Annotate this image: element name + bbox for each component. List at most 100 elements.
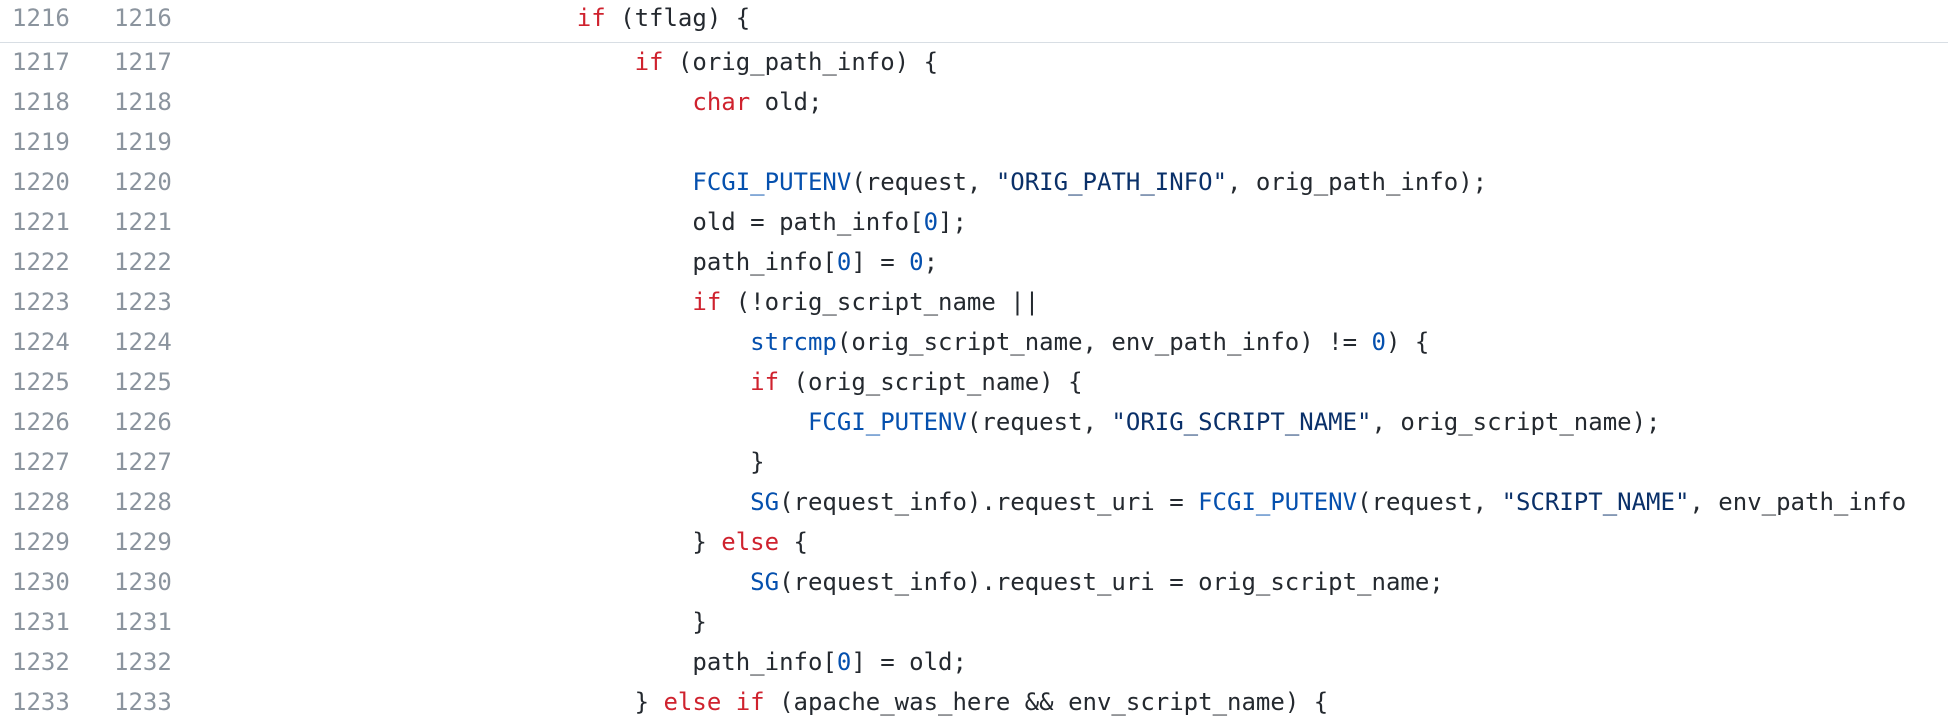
code-token	[230, 288, 692, 316]
code-content: } else if (apache_was_here && env_script…	[200, 682, 1948, 722]
new-line-number[interactable]: 1223	[114, 288, 172, 316]
code-token: (request,	[851, 168, 996, 196]
number-token: 0	[1371, 328, 1386, 356]
code-token: (request,	[1357, 488, 1502, 516]
old-line-number[interactable]: 1219	[12, 128, 70, 156]
code-token: old = path_info[	[230, 208, 924, 236]
code-content	[200, 122, 1948, 162]
code-token: ] =	[851, 248, 910, 276]
code-content: if (tflag) {	[200, 0, 1948, 42]
code-line: 1230 1230 SG(request_info).request_uri = …	[0, 562, 1948, 602]
code-token	[230, 88, 692, 116]
code-token	[230, 328, 750, 356]
code-token: {	[779, 528, 808, 556]
new-line-number[interactable]: 1216	[114, 4, 172, 32]
code-token	[230, 408, 808, 436]
code-token: , orig_script_name);	[1371, 408, 1661, 436]
code-token	[230, 4, 577, 32]
code-token: , env_path_info	[1689, 488, 1907, 516]
old-line-number[interactable]: 1233	[12, 688, 70, 716]
new-line-number[interactable]: 1219	[114, 128, 172, 156]
keyword-token: if	[634, 48, 664, 77]
code-line: 1224 1224 strcmp(orig_script_name, env_pa…	[0, 322, 1948, 362]
new-line-number[interactable]: 1232	[114, 648, 172, 676]
code-token: (request,	[966, 408, 1112, 436]
code-content: }	[200, 602, 1948, 642]
new-line-number[interactable]: 1230	[114, 568, 172, 596]
code-token: path_info[	[230, 248, 837, 276]
old-line-number[interactable]: 1217	[12, 48, 70, 77]
code-token: (orig_script_name, env_path_info) !=	[836, 328, 1372, 356]
old-line-number[interactable]: 1232	[12, 648, 70, 676]
code-token: ];	[938, 208, 967, 236]
code-line: 1222 1222 path_info[0] = 0;	[0, 242, 1948, 282]
code-token	[230, 568, 750, 596]
old-line-number[interactable]: 1218	[12, 88, 70, 116]
code-content: path_info[0] = 0;	[200, 242, 1948, 282]
keyword-token: if	[576, 4, 606, 32]
old-line-number[interactable]: 1224	[12, 328, 70, 356]
code-line: 1217 1217 if (orig_path_info) {	[0, 42, 1948, 82]
code-line: 1233 1233 } else if (apache_was_here && e…	[0, 682, 1948, 722]
code-content: } else {	[200, 522, 1948, 562]
old-line-number[interactable]: 1222	[12, 248, 70, 276]
new-line-number[interactable]: 1224	[114, 328, 172, 356]
code-token: (apache_was_here && env_script_name) {	[764, 688, 1329, 716]
old-line-number[interactable]: 1216	[12, 4, 70, 32]
new-line-number[interactable]: 1226	[114, 408, 172, 436]
number-token: 0	[923, 208, 939, 236]
new-line-number[interactable]: 1233	[114, 688, 172, 716]
old-line-number[interactable]: 1228	[12, 488, 70, 516]
new-line-number[interactable]: 1227	[114, 448, 172, 476]
new-line-number[interactable]: 1217	[114, 48, 172, 77]
old-line-number[interactable]: 1231	[12, 608, 70, 636]
function-token: FCGI_PUTENV	[807, 408, 967, 436]
code-content: SG(request_info).request_uri = orig_scri…	[200, 562, 1948, 602]
new-line-number[interactable]: 1229	[114, 528, 172, 556]
string-token: "SCRIPT_NAME"	[1501, 488, 1690, 516]
code-line: 1216 1216 if (tflag) {	[0, 0, 1948, 42]
code-line: 1221 1221 old = path_info[0];	[0, 202, 1948, 242]
code-content: if (orig_script_name) {	[200, 362, 1948, 402]
new-line-number[interactable]: 1218	[114, 88, 172, 116]
code-token: path_info[	[230, 648, 837, 676]
old-line-number[interactable]: 1223	[12, 288, 70, 316]
keyword-token: else	[721, 528, 780, 556]
old-line-number[interactable]: 1229	[12, 528, 70, 556]
code-token: , orig_path_info);	[1227, 168, 1488, 196]
string-token: "ORIG_PATH_INFO"	[995, 168, 1228, 196]
keyword-token: else	[663, 688, 722, 716]
old-line-number[interactable]: 1227	[12, 448, 70, 476]
new-line-number[interactable]: 1231	[114, 608, 172, 636]
code-content: path_info[0] = old;	[200, 642, 1948, 682]
new-line-number[interactable]: 1222	[114, 248, 172, 276]
old-line-number[interactable]: 1226	[12, 408, 70, 436]
code-token	[721, 688, 735, 716]
code-content: }	[200, 442, 1948, 482]
new-line-number[interactable]: 1228	[114, 488, 172, 516]
old-line-number[interactable]: 1225	[12, 368, 70, 396]
code-content: old = path_info[0];	[200, 202, 1948, 242]
code-line: 1231 1231 }	[0, 602, 1948, 642]
code-line: 1232 1232 path_info[0] = old;	[0, 642, 1948, 682]
code-token: ) {	[1385, 328, 1430, 356]
new-line-number[interactable]: 1221	[114, 208, 172, 236]
code-content: if (orig_path_info) {	[200, 42, 1948, 82]
new-line-number[interactable]: 1220	[114, 168, 172, 196]
code-line: 1225 1225 if (orig_script_name) {	[0, 362, 1948, 402]
new-line-number[interactable]: 1225	[114, 368, 172, 396]
old-line-number[interactable]: 1230	[12, 568, 70, 596]
code-token	[230, 48, 635, 76]
old-line-number[interactable]: 1220	[12, 168, 70, 196]
code-token	[230, 488, 750, 516]
code-token: }	[230, 688, 664, 716]
number-token: 0	[836, 248, 852, 276]
code-content: strcmp(orig_script_name, env_path_info) …	[200, 322, 1948, 362]
code-token: (request_info).request_uri =	[779, 488, 1199, 516]
old-line-number[interactable]: 1221	[12, 208, 70, 236]
